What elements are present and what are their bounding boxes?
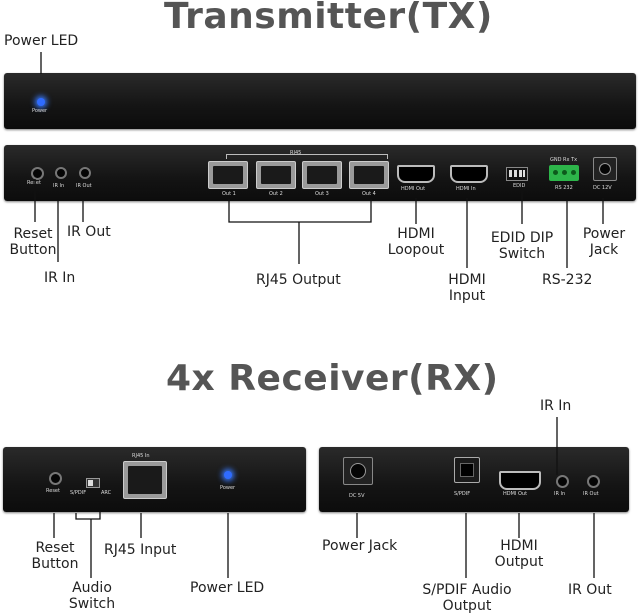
rx-spdif-port[interactable]	[454, 457, 480, 483]
rx-reset-button[interactable]	[49, 472, 62, 485]
rx-rj45-in-port[interactable]	[123, 461, 167, 499]
tx-rs232-pins-label: GND Rx Tx	[550, 157, 578, 163]
rx-power-label: Power	[220, 485, 236, 491]
callout-audio-switch: Audio Switch	[68, 580, 116, 612]
callout-rx-power-led: Power LED	[190, 580, 265, 596]
tx-reset-label: Reset	[27, 180, 41, 186]
rx-hdmi-out-label: HDMI Out	[503, 491, 528, 497]
tx-rj45-out-3[interactable]	[302, 161, 342, 189]
tx-ir-out-jack[interactable]	[79, 167, 91, 179]
callout-ir-in: IR In	[44, 270, 76, 286]
tx-front-panel: Power	[4, 73, 636, 129]
callout-power-led-top: Power LED	[4, 33, 79, 49]
tx-reset-button[interactable]	[31, 167, 44, 180]
tx-rj45-group-label: RJ45	[290, 150, 302, 156]
rx-hdmi-out-port[interactable]	[499, 471, 541, 490]
tx-power-led	[37, 98, 45, 106]
callout-reset-button: Reset Button	[9, 226, 57, 258]
callout-power-jack: Power Jack	[582, 226, 626, 258]
tx-hdmi-in-port[interactable]	[450, 165, 488, 183]
callout-hdmi-input: HDMI Input	[448, 272, 486, 304]
rx-right-panel: DC 5V S/PDIF HDMI Out IR In IR Out	[319, 447, 629, 512]
tx-power-led-label: Power	[32, 108, 48, 114]
tx-rs232-label: RS 232	[555, 185, 573, 191]
tx-rj45-bracket	[226, 154, 388, 159]
transmitter-title: Transmitter(TX)	[164, 0, 493, 37]
rx-audio-switch[interactable]	[86, 478, 100, 488]
callout-rx-ir-in: IR In	[540, 398, 572, 414]
callout-hdmi-loopout: HDMI Loopout	[387, 226, 445, 258]
callout-rj45-input: RJ45 Input	[104, 542, 177, 558]
callout-edid-dip-switch: EDID DIP Switch	[490, 230, 554, 262]
callout-hdmi-output: HDMI Output	[494, 538, 544, 570]
rx-power-led	[224, 471, 232, 479]
rx-spdif-label: S/PDIF	[454, 491, 471, 497]
tx-hdmi-out-label: HDMI Out	[401, 186, 426, 192]
rx-dc-label: DC 5V	[349, 493, 365, 499]
rx-ir-out-jack[interactable]	[587, 475, 600, 488]
rx-ir-out-label: IR Out	[583, 491, 599, 497]
receiver-title: 4x Receiver(RX)	[166, 358, 499, 399]
tx-dc-label: DC 12V	[593, 185, 612, 191]
tx-ir-in-jack[interactable]	[55, 167, 67, 179]
callout-rx-ir-out: IR Out	[568, 582, 612, 598]
tx-rj45-out-1[interactable]	[208, 161, 248, 189]
tx-edid-dip-switch[interactable]	[506, 167, 528, 181]
tx-rj45-out-4[interactable]	[349, 161, 389, 189]
tx-ir-out-label: IR Out	[76, 183, 92, 189]
tx-out-1-label: Out 1	[222, 191, 236, 197]
rx-ir-in-label: IR In	[554, 491, 566, 497]
callout-rx-power-jack: Power Jack	[322, 538, 398, 554]
tx-hdmi-out-port[interactable]	[397, 165, 435, 183]
tx-out-4-label: Out 4	[362, 191, 376, 197]
callout-spdif-output: S/PDIF Audio Output	[422, 582, 512, 614]
callout-rs232: RS-232	[542, 272, 593, 288]
callout-rx-reset-button: Reset Button	[31, 540, 79, 572]
rx-arc-label: ARC	[101, 490, 112, 496]
rx-ir-in-jack[interactable]	[556, 475, 569, 488]
tx-hdmi-in-label: HDMI In	[456, 186, 476, 192]
rx-reset-label: Reset	[46, 488, 60, 494]
tx-rear-panel: Reset IR In IR Out RJ45 Out 1 Out 2 Out …	[4, 145, 636, 201]
tx-ir-in-label: IR In	[53, 183, 65, 189]
rx-left-panel: Reset S/PDIF ARC RJ45 In Power	[3, 447, 306, 512]
tx-dc-jack[interactable]	[593, 157, 617, 181]
tx-out-3-label: Out 3	[315, 191, 329, 197]
tx-rj45-out-2[interactable]	[256, 161, 296, 189]
tx-edid-label: EDID	[513, 183, 526, 189]
tx-out-2-label: Out 2	[269, 191, 283, 197]
rx-dc-jack[interactable]	[343, 457, 373, 485]
callout-rj45-output: RJ45 Output	[256, 272, 341, 288]
tx-rs232-terminal[interactable]	[549, 165, 579, 181]
rx-spdif-label: S/PDIF	[70, 490, 87, 496]
rx-rj45-in-label: RJ45 In	[132, 453, 150, 459]
callout-ir-out: IR Out	[67, 224, 111, 240]
